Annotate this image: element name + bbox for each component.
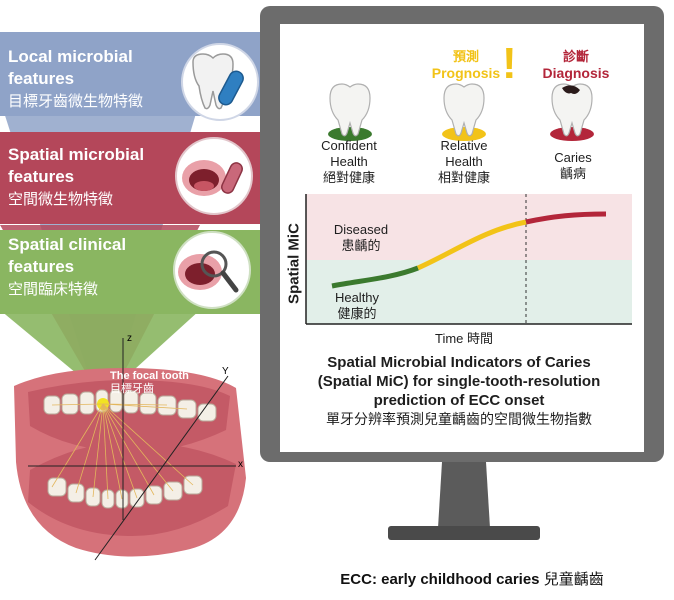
focal-tooth-label: The focal tooth 目標牙齒	[110, 370, 189, 396]
diagnosis-curve-segment	[525, 211, 607, 225]
spatial-mic-plot	[305, 194, 632, 325]
focal-tooth-label-zh: 目標牙齒	[110, 383, 154, 395]
diseased-label-zh: 患齲的	[341, 238, 381, 253]
footnote-en: ECC: early childhood caries	[340, 571, 540, 588]
dental-arch-illustration	[14, 338, 246, 561]
exclamation-mark: !	[502, 39, 517, 88]
caption-line1: Spatial Microbial Indicators of Caries	[327, 354, 591, 371]
spatial-clinical-title: Spatial clinical features	[8, 234, 126, 278]
confident-health-label: Confident Health 絕對健康	[304, 138, 394, 186]
healthy-curve-segment	[331, 265, 419, 289]
diseased-label-en: Diseased	[333, 222, 389, 237]
confident-health-line2: Health	[330, 154, 368, 169]
spatial-microbial-title-line1: Spatial microbial	[8, 145, 145, 164]
axis-z-label: z	[127, 333, 132, 344]
confident-health-base	[328, 127, 372, 141]
local-feature-title-line1: Local microbial	[8, 47, 133, 66]
spatial-microbial-title: Spatial microbial features	[8, 144, 144, 188]
caries-lesion	[562, 85, 580, 94]
prognosis-en: Prognosis	[431, 65, 501, 81]
relative-health-zh: 相對健康	[437, 170, 490, 185]
caries-label: Caries 齲病	[528, 150, 618, 182]
footnote-zh: 兒童齲齒	[543, 571, 604, 588]
monitor-base	[388, 526, 540, 540]
relative-health-line1: Relative	[440, 138, 488, 153]
caption: Spatial Microbial Indicators of Caries (…	[286, 353, 632, 429]
monitor-neck	[438, 462, 490, 528]
footnote: ECC: early childhood caries 兒童齲齒	[270, 568, 674, 589]
spatial-microbial-zh: 空間微生物特徵	[8, 191, 114, 208]
spatial-clinical-title-line2: features	[8, 257, 75, 276]
prognosis-heading: 預測 Prognosis	[424, 46, 508, 81]
healthy-label-zh: 健康的	[337, 306, 377, 321]
healthy-label-en: Healthy	[334, 290, 380, 305]
caption-zh: 單牙分辨率預測兒童齲齒的空間微生物指數	[326, 411, 592, 427]
caries-line1: Caries	[554, 150, 592, 165]
magnifier-mouth-icon	[173, 231, 251, 309]
caption-line3: prediction of ECC onset	[373, 392, 545, 409]
caries-tooth-icon	[551, 83, 593, 137]
local-feature-zh: 目標牙齒微生物特徵	[8, 93, 144, 110]
diseased-label: Diseased 患齲的	[326, 222, 396, 254]
relative-health-tooth-icon	[443, 83, 485, 137]
open-mouth-bacteria-icon	[175, 137, 253, 215]
diagnosis-en: Diagnosis	[542, 65, 610, 81]
focal-tooth-label-en: The focal tooth	[110, 370, 189, 382]
prognosis-curve-segment	[416, 219, 527, 271]
tooth-bacteria-icon	[181, 43, 259, 121]
healthy-label: Healthy 健康的	[322, 290, 392, 322]
local-feature-title-line2: features	[8, 69, 75, 88]
relative-health-label: Relative Health 相對健康	[419, 138, 509, 186]
spatial-clinical-beam	[0, 310, 200, 388]
local-feature-title: Local microbial features	[8, 46, 133, 90]
confident-health-zh: 絕對健康	[322, 170, 375, 185]
plot-xlabel: Time 時間	[434, 331, 494, 346]
confident-health-line1: Confident	[321, 138, 377, 153]
axis-x-label: x	[238, 459, 243, 470]
relative-health-line2: Health	[445, 154, 483, 169]
relative-health-base	[442, 127, 486, 141]
spatial-clinical-title-line1: Spatial clinical	[8, 235, 127, 254]
diagnosis-zh: 診斷	[562, 49, 589, 64]
left-panels-graphic	[0, 32, 262, 561]
caption-line2: (Spatial MiC) for single-tooth-resolutio…	[317, 373, 601, 390]
healthy-zone	[306, 260, 632, 324]
spatial-clinical-zh: 空間臨床特徵	[8, 281, 99, 298]
plot-ylabel: Spatial MiC	[285, 223, 303, 304]
prognosis-zh: 預測	[452, 49, 479, 64]
caries-base	[550, 127, 594, 141]
diseased-zone	[306, 194, 632, 260]
confident-health-tooth-icon	[329, 83, 371, 137]
tooth-states-graphic	[328, 83, 594, 141]
caries-zh: 齲病	[559, 166, 586, 181]
diagnosis-heading: 診斷 Diagnosis	[534, 46, 618, 81]
axis-y-label: Y	[222, 366, 229, 377]
spatial-microbial-title-line2: features	[8, 167, 75, 186]
